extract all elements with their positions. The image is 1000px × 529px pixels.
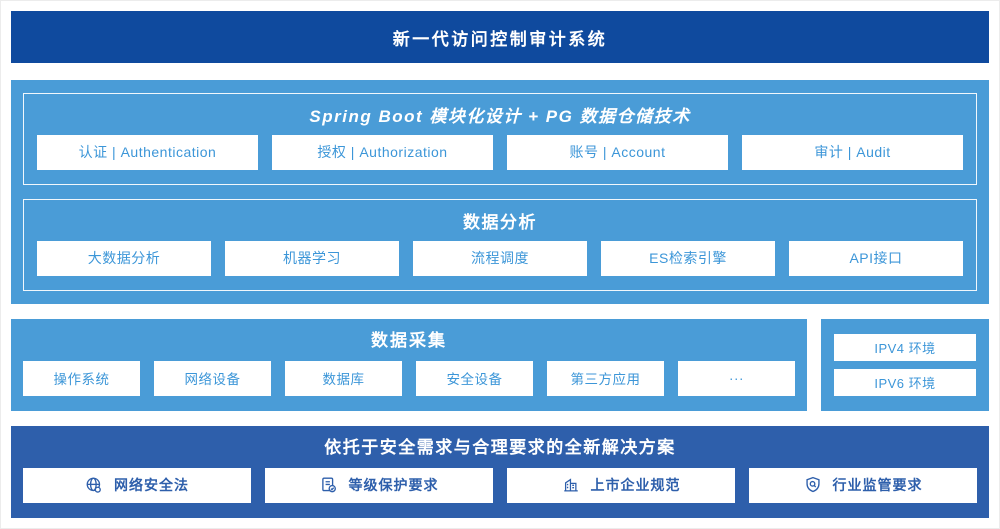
solution-box: 行业监管要求 <box>749 467 977 503</box>
analysis-box: 流程调度 <box>413 240 587 276</box>
solution-box: 网络安全法 <box>23 467 251 503</box>
environments-panel: IPV4 环境 IPV6 环境 <box>821 319 989 411</box>
modules-subsection: Spring Boot 模块化设计 + PG 数据仓储技术 认证 | Authe… <box>23 93 977 185</box>
solution-section: 依托于安全需求与合理要求的全新解决方案 网络安全法 <box>11 426 989 518</box>
banner: 新一代访问控制审计系统 <box>11 11 989 63</box>
solution-title: 依托于安全需求与合理要求的全新解决方案 <box>324 438 676 457</box>
solution-label: 等级保护要求 <box>348 477 439 493</box>
solution-box: 上市企业规范 <box>507 467 735 503</box>
collection-box: 网络设备 <box>154 360 271 396</box>
module-box: 账号 | Account <box>507 134 728 170</box>
module-box: 认证 | Authentication <box>37 134 258 170</box>
analysis-title: 数据分析 <box>463 213 537 232</box>
solution-label: 行业监管要求 <box>832 477 923 493</box>
analysis-box: 大数据分析 <box>37 240 211 276</box>
env-box-ipv6: IPV6 环境 <box>834 369 976 396</box>
env-box-ipv4: IPV4 环境 <box>834 334 976 361</box>
module-box: 授权 | Authorization <box>272 134 493 170</box>
solution-label: 上市企业规范 <box>590 477 681 493</box>
analysis-row: 大数据分析 机器学习 流程调度 ES检索引擎 API接口 <box>37 238 963 278</box>
module-box: 审计 | Audit <box>742 134 963 170</box>
collection-box: 第三方应用 <box>547 360 664 396</box>
banner-title: 新一代访问控制审计系统 <box>392 29 608 49</box>
middle-row: 数据采集 操作系统 网络设备 数据库 安全设备 第三方应用 ··· IPV4 环… <box>11 319 989 411</box>
collection-row: 操作系统 网络设备 数据库 安全设备 第三方应用 ··· <box>23 357 795 399</box>
collection-box: 数据库 <box>285 360 402 396</box>
collection-box-ellipsis: ··· <box>678 360 795 396</box>
analysis-box: ES检索引擎 <box>601 240 775 276</box>
analysis-box: 机器学习 <box>225 240 399 276</box>
doc-check-icon <box>320 476 338 494</box>
solution-box: 等级保护要求 <box>265 467 493 503</box>
globe-icon <box>85 476 103 494</box>
solution-row: 网络安全法 等级保护要求 <box>23 464 977 506</box>
analysis-subsection: 数据分析 大数据分析 机器学习 流程调度 ES检索引擎 API接口 <box>23 199 977 291</box>
collection-section: 数据采集 操作系统 网络设备 数据库 安全设备 第三方应用 ··· <box>11 319 807 411</box>
collection-box: 安全设备 <box>416 360 533 396</box>
solution-label: 网络安全法 <box>114 477 189 493</box>
building-icon <box>562 476 580 494</box>
modules-title: Spring Boot 模块化设计 + PG 数据仓储技术 <box>309 107 691 126</box>
platform-section: Spring Boot 模块化设计 + PG 数据仓储技术 认证 | Authe… <box>11 80 989 304</box>
shield-search-icon <box>804 476 822 494</box>
collection-box: 操作系统 <box>23 360 140 396</box>
collection-title: 数据采集 <box>371 331 447 350</box>
modules-row: 认证 | Authentication 授权 | Authorization 账… <box>37 132 963 172</box>
analysis-box: API接口 <box>789 240 963 276</box>
